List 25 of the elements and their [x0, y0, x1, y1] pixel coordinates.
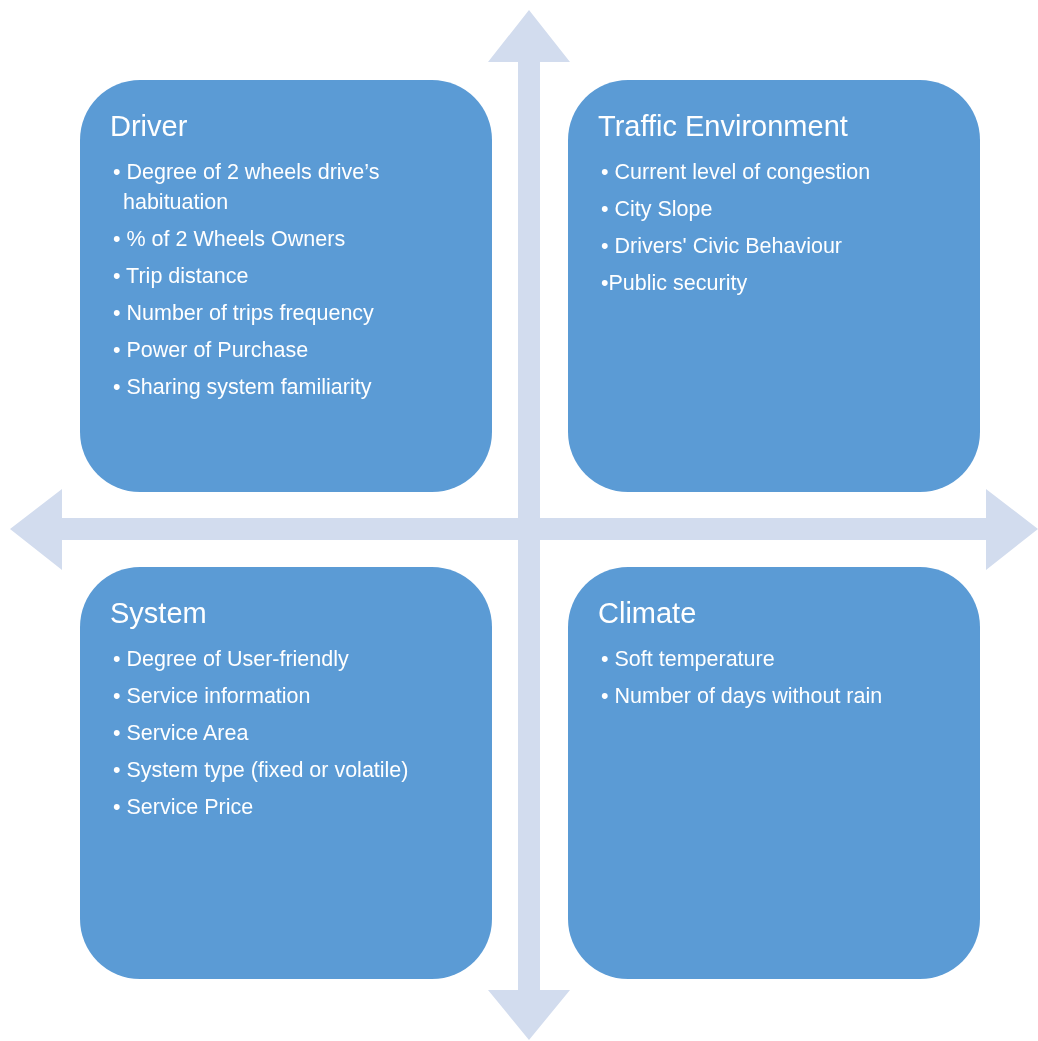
bullet-item: • Trip distance: [113, 263, 250, 290]
category-heading: Climate: [598, 597, 697, 630]
bullet-item: • Power of Purchase: [113, 337, 310, 364]
bullet-item: • Soft temperature: [601, 646, 776, 673]
category-box: [568, 567, 980, 979]
category-heading: Traffic Environment: [598, 110, 848, 143]
bullet-item: •Public security: [601, 270, 749, 297]
bullet-item: • Degree of User-friendly: [113, 646, 350, 673]
bullet-item: • Service Price: [113, 794, 255, 821]
bullet-item: • Sharing system familiarity: [113, 374, 373, 401]
category-box: [80, 80, 492, 492]
category-box: [80, 567, 492, 979]
bullet-item: • Number of days without rain: [601, 683, 884, 710]
bullet-item: • Service Area: [113, 720, 250, 747]
category-heading: Driver: [110, 110, 188, 143]
bullet-item: • Number of trips frequency: [113, 300, 375, 327]
bullet-item: • % of 2 Wheels Owners: [113, 226, 347, 253]
bullet-item: • Service information: [113, 683, 312, 710]
bullet-item: • Current level of congestion: [601, 159, 872, 186]
bullet-item: • City Slope: [601, 196, 714, 223]
bullet-item: • Degree of 2 wheels drive’s habituation: [113, 159, 381, 216]
bullet-item: • Drivers' Civic Behaviour: [601, 233, 844, 260]
bullet-item: • System type (fixed or volatile): [113, 757, 410, 784]
category-box: [568, 80, 980, 492]
category-heading: System: [110, 597, 207, 630]
